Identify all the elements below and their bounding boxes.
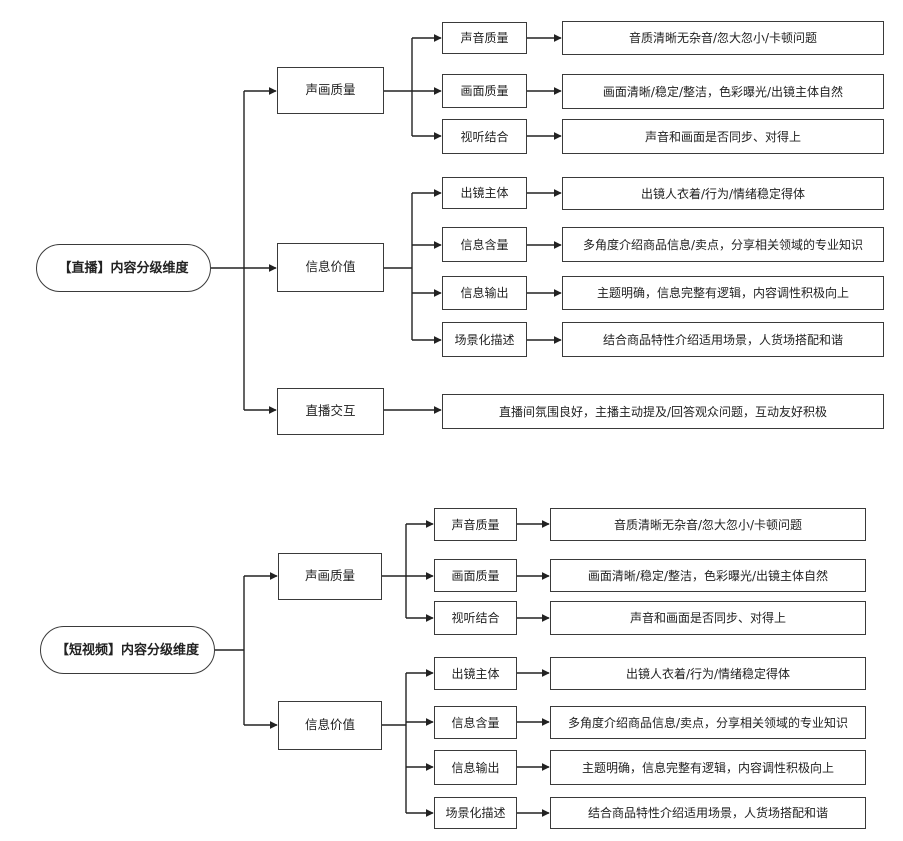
desc-node-live-picture-quality: 画面清晰/稳定/整洁，色彩曝光/出镜主体自然	[562, 74, 884, 109]
category-node-live-info-value: 信息价值	[277, 243, 384, 292]
desc-node-short-video-on-camera-subject: 出镜人衣着/行为/情绪稳定得体	[550, 657, 866, 690]
item-node-short-video-sound-quality: 声音质量	[434, 508, 517, 541]
desc-node-short-video-picture-quality: 画面清晰/稳定/整洁，色彩曝光/出镜主体自然	[550, 559, 866, 592]
desc-node-short-video-info-content: 多角度介绍商品信息/卖点，分享相关领域的专业知识	[550, 706, 866, 739]
category-node-short-video-av-quality: 声画质量	[278, 553, 382, 600]
root-node-short-video: 【短视频】内容分级维度	[40, 626, 215, 674]
item-node-live-info-content: 信息含量	[442, 227, 527, 262]
item-node-short-video-scenario: 场景化描述	[434, 797, 517, 829]
desc-node-live-interaction: 直播间氛围良好，主播主动提及/回答观众问题，互动友好积极	[442, 394, 884, 429]
item-node-short-video-picture-quality: 画面质量	[434, 559, 517, 592]
category-node-short-video-info-value: 信息价值	[278, 701, 382, 750]
desc-node-live-scenario: 结合商品特性介绍适用场景，人货场搭配和谐	[562, 322, 884, 357]
desc-node-live-sound-quality: 音质清晰无杂音/忽大忽小/卡顿问题	[562, 21, 884, 55]
item-node-live-picture-quality: 画面质量	[442, 74, 527, 108]
desc-node-short-video-av-sync: 声音和画面是否同步、对得上	[550, 601, 866, 635]
desc-node-live-on-camera-subject: 出镜人衣着/行为/情绪稳定得体	[562, 177, 884, 210]
item-node-live-sound-quality: 声音质量	[442, 22, 527, 54]
desc-node-live-info-output: 主题明确，信息完整有逻辑，内容调性积极向上	[562, 276, 884, 310]
category-node-live-av-quality: 声画质量	[277, 67, 384, 114]
item-node-live-av-sync: 视听结合	[442, 119, 527, 154]
item-node-live-on-camera-subject: 出镜主体	[442, 177, 527, 209]
desc-node-live-av-sync: 声音和画面是否同步、对得上	[562, 119, 884, 154]
desc-node-short-video-info-output: 主题明确，信息完整有逻辑，内容调性积极向上	[550, 750, 866, 785]
category-node-live-interaction: 直播交互	[277, 388, 384, 435]
item-node-short-video-info-content: 信息含量	[434, 706, 517, 739]
desc-node-live-info-content: 多角度介绍商品信息/卖点，分享相关领域的专业知识	[562, 227, 884, 262]
desc-node-short-video-sound-quality: 音质清晰无杂音/忽大忽小/卡顿问题	[550, 508, 866, 541]
item-node-live-scenario: 场景化描述	[442, 322, 527, 357]
item-node-short-video-info-output: 信息输出	[434, 750, 517, 785]
root-node-live: 【直播】内容分级维度	[36, 244, 211, 292]
item-node-live-info-output: 信息输出	[442, 276, 527, 310]
item-node-short-video-av-sync: 视听结合	[434, 601, 517, 635]
desc-node-short-video-scenario: 结合商品特性介绍适用场景，人货场搭配和谐	[550, 797, 866, 829]
item-node-short-video-on-camera-subject: 出镜主体	[434, 657, 517, 690]
